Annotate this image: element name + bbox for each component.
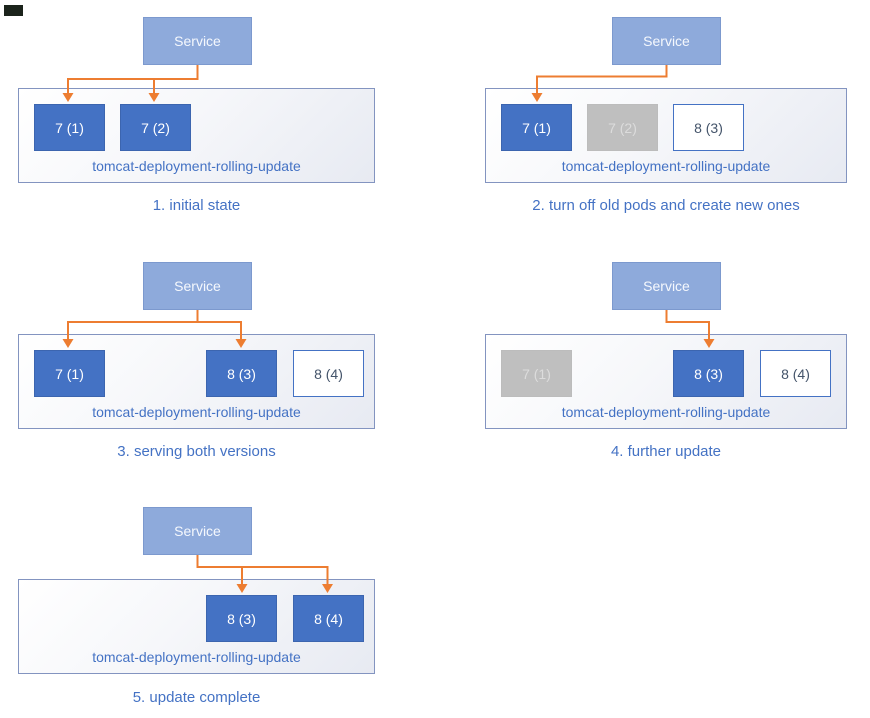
deployment-box: 7 (1) 8 (3) 8 (4) tomcat-deployment-roll… xyxy=(18,334,375,429)
pod-7-1: 7 (1) xyxy=(34,104,105,151)
pod-label: 7 (1) xyxy=(55,365,84,382)
pod-7-1: 7 (1) xyxy=(501,350,572,397)
service-label: Service xyxy=(643,33,690,49)
pod-8-3: 8 (3) xyxy=(206,350,277,397)
pod-label: 8 (4) xyxy=(314,365,343,382)
deployment-label: tomcat-deployment-rolling-update xyxy=(92,404,301,420)
service-label: Service xyxy=(174,33,221,49)
pod-8-3: 8 (3) xyxy=(673,104,744,151)
service-label: Service xyxy=(174,278,221,294)
pod-7-2: 7 (2) xyxy=(587,104,658,151)
panel-caption: 2. turn off old pods and create new ones xyxy=(532,197,800,214)
deployment-box: 7 (1) 8 (3) 8 (4) tomcat-deployment-roll… xyxy=(485,334,847,429)
panel-caption: 1. initial state xyxy=(152,197,241,214)
deployment-box: 7 (1) 7 (2) 8 (3) tomcat-deployment-roll… xyxy=(485,88,847,183)
pod-label: 8 (3) xyxy=(227,610,256,627)
service-box: Service xyxy=(143,507,252,555)
pod-label: 7 (2) xyxy=(141,119,170,136)
pod-label: 7 (1) xyxy=(55,119,84,136)
pod-label: 7 (1) xyxy=(522,365,551,382)
pod-label: 8 (4) xyxy=(314,610,343,627)
service-box: Service xyxy=(612,17,721,65)
pod-label: 8 (3) xyxy=(694,119,723,136)
pod-8-4: 8 (4) xyxy=(293,595,364,642)
service-label: Service xyxy=(174,523,221,539)
pod-7-2: 7 (2) xyxy=(120,104,191,151)
service-box: Service xyxy=(143,17,252,65)
pod-8-3: 8 (3) xyxy=(206,595,277,642)
pod-8-4: 8 (4) xyxy=(760,350,831,397)
panel-caption: 4. further update xyxy=(610,443,722,460)
pod-label: 8 (3) xyxy=(227,365,256,382)
service-label: Service xyxy=(643,278,690,294)
pod-label: 8 (3) xyxy=(694,365,723,382)
deployment-box: 8 (3) 8 (4) tomcat-deployment-rolling-up… xyxy=(18,579,375,674)
pod-8-3: 8 (3) xyxy=(673,350,744,397)
deployment-label: tomcat-deployment-rolling-update xyxy=(561,158,771,174)
panel-caption: 5. update complete xyxy=(132,689,261,706)
pod-8-4: 8 (4) xyxy=(293,350,364,397)
pod-7-1: 7 (1) xyxy=(34,350,105,397)
service-box: Service xyxy=(612,262,721,310)
pod-7-1: 7 (1) xyxy=(501,104,572,151)
deployment-label: tomcat-deployment-rolling-update xyxy=(92,158,301,174)
pod-label: 7 (2) xyxy=(608,119,637,136)
deployment-label: tomcat-deployment-rolling-update xyxy=(92,649,301,665)
deployment-box: 7 (1) 7 (2) tomcat-deployment-rolling-up… xyxy=(18,88,375,183)
pod-label: 8 (4) xyxy=(781,365,810,382)
pod-label: 7 (1) xyxy=(522,119,551,136)
panel-caption: 3. serving both versions xyxy=(117,443,276,460)
service-box: Service xyxy=(143,262,252,310)
corner-artifact xyxy=(4,5,23,16)
deployment-label: tomcat-deployment-rolling-update xyxy=(561,404,771,420)
